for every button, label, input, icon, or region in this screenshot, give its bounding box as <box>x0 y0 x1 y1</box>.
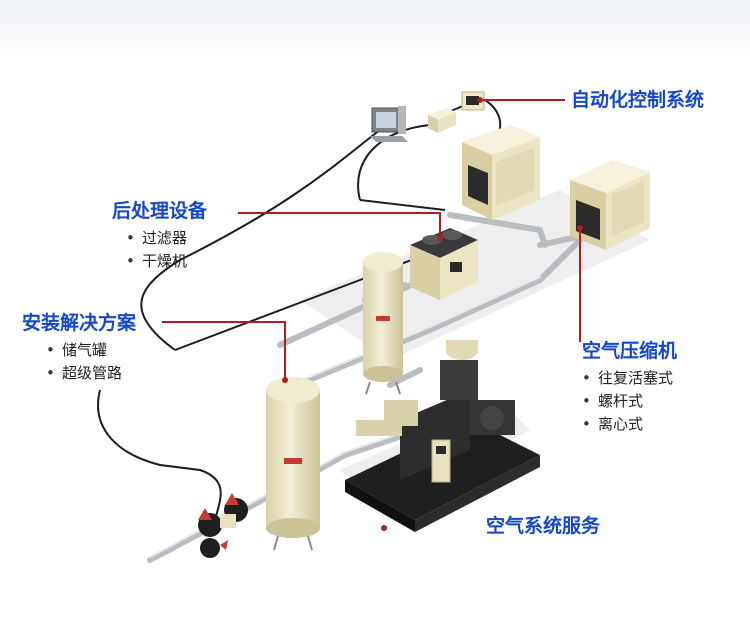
storage-tank-1 <box>363 252 403 395</box>
aftertreatment-item: 干燥机 <box>126 250 207 273</box>
compressor-title: 空气压缩机 <box>582 340 678 362</box>
compressor-cabinet-1 <box>462 125 540 220</box>
callout-service: 空气系统服务 <box>486 514 600 538</box>
monitor-icon <box>370 106 408 142</box>
compressor-item: 离心式 <box>582 413 677 436</box>
storage-tank-2 <box>266 377 320 551</box>
reciprocating-compressor <box>345 340 540 532</box>
automation-title: 自动化控制系统 <box>571 89 705 111</box>
callout-aftertreatment: 后处理设备 过滤器 干燥机 <box>112 199 207 273</box>
header-gradient <box>0 0 750 60</box>
dryer-unit <box>410 228 478 300</box>
service-title: 空气系统服务 <box>486 515 601 537</box>
leader-dots <box>282 97 583 531</box>
controller-box-1 <box>428 108 456 133</box>
aftertreatment-item: 过滤器 <box>126 227 207 250</box>
valve-manifold <box>198 493 248 558</box>
callout-automation: 自动化控制系统 <box>571 88 704 112</box>
callout-installation: 安装解决方案 储气罐 超级管路 <box>22 311 136 385</box>
compressor-item: 往复活塞式 <box>582 367 677 390</box>
aftertreatment-title: 后处理设备 <box>112 200 208 222</box>
leader-lines <box>162 99 581 380</box>
installation-item: 超级管路 <box>46 362 136 385</box>
installation-title: 安装解决方案 <box>22 312 137 334</box>
callout-compressor: 空气压缩机 往复活塞式 螺杆式 离心式 <box>582 339 677 436</box>
installation-item: 储气罐 <box>46 339 136 362</box>
compressor-item: 螺杆式 <box>582 390 677 413</box>
